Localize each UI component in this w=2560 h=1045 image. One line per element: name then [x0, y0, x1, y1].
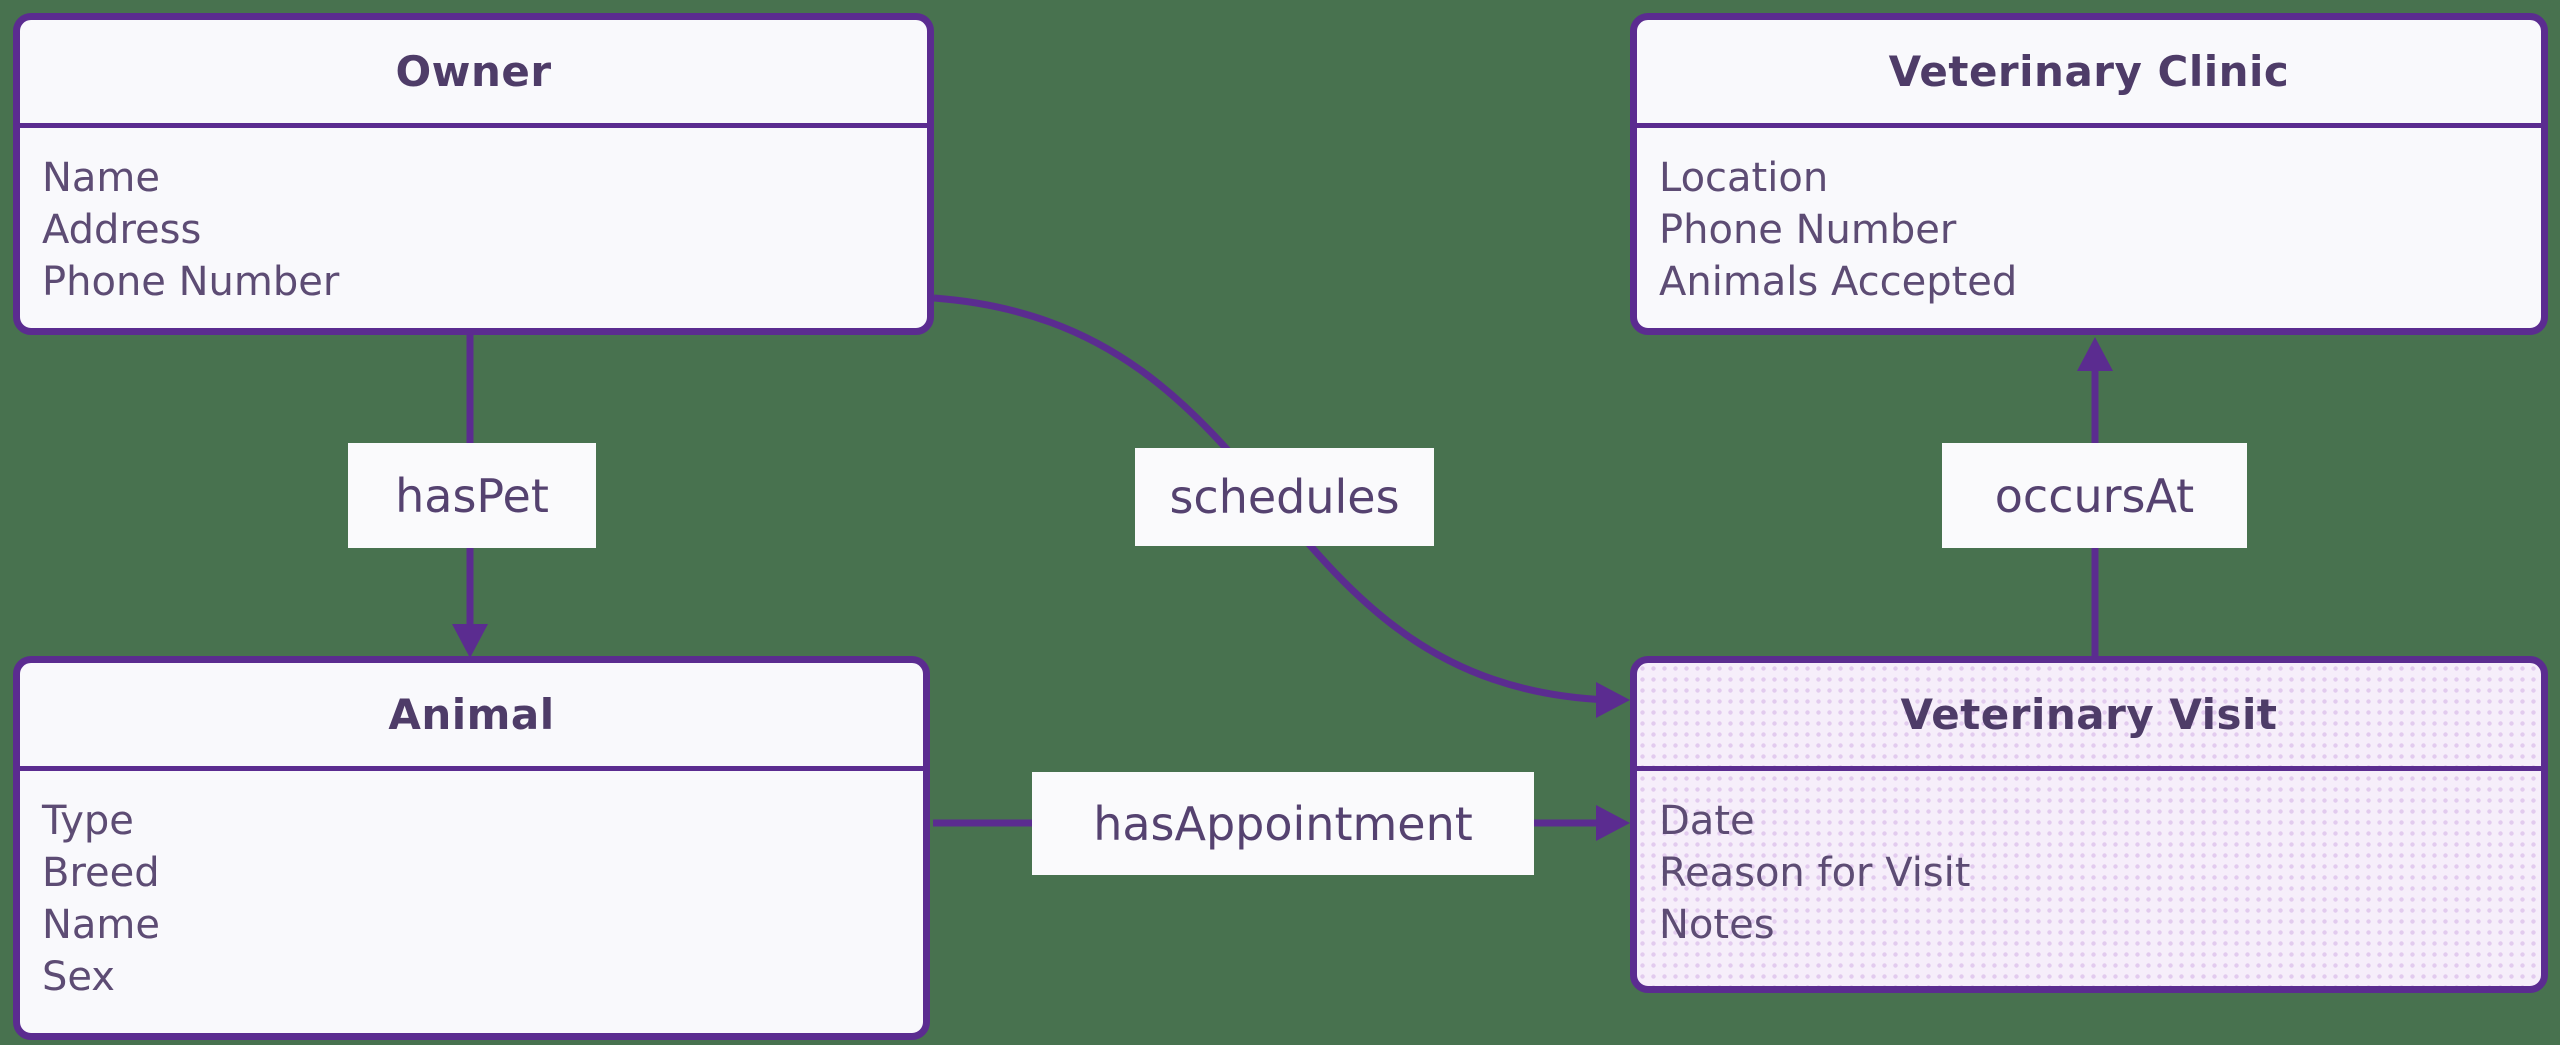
entity-owner-title: Owner [20, 20, 927, 128]
entity-animal[interactable]: Animal Type Breed Name Sex [13, 656, 930, 1040]
attribute: Name [42, 155, 161, 201]
edge-label-schedules[interactable]: schedules [1135, 448, 1434, 546]
attribute: Sex [42, 954, 115, 1000]
entity-owner-attributes: Name Address Phone Number [20, 128, 927, 308]
attribute: Phone Number [42, 259, 340, 305]
entity-veterinary-visit[interactable]: Veterinary Visit Date Reason for Visit N… [1630, 656, 2548, 993]
edge-label-hasAppointment[interactable]: hasAppointment [1032, 772, 1534, 875]
attribute: Animals Accepted [1659, 259, 2018, 305]
attribute: Location [1659, 155, 1829, 201]
entity-veterinary-clinic[interactable]: Veterinary Clinic Location Phone Number … [1630, 13, 2548, 335]
attribute: Name [42, 902, 161, 948]
attribute: Address [42, 207, 202, 253]
edge-label-occursAt[interactable]: occursAt [1942, 443, 2247, 548]
entity-veterinary-visit-title: Veterinary Visit [1637, 663, 2541, 771]
entity-animal-title: Animal [20, 663, 923, 771]
attribute: Notes [1659, 902, 1775, 948]
entity-animal-attributes: Type Breed Name Sex [20, 771, 923, 1003]
entity-veterinary-clinic-title: Veterinary Clinic [1637, 20, 2541, 128]
attribute: Type [42, 798, 134, 844]
entity-veterinary-visit-attributes: Date Reason for Visit Notes [1637, 771, 2541, 951]
attribute: Phone Number [1659, 207, 1957, 253]
edge-label-hasPet[interactable]: hasPet [348, 443, 596, 548]
attribute: Reason for Visit [1659, 850, 1971, 896]
attribute: Date [1659, 798, 1755, 844]
entity-veterinary-clinic-attributes: Location Phone Number Animals Accepted [1637, 128, 2541, 308]
entity-owner[interactable]: Owner Name Address Phone Number [13, 13, 934, 335]
attribute: Breed [42, 850, 160, 896]
